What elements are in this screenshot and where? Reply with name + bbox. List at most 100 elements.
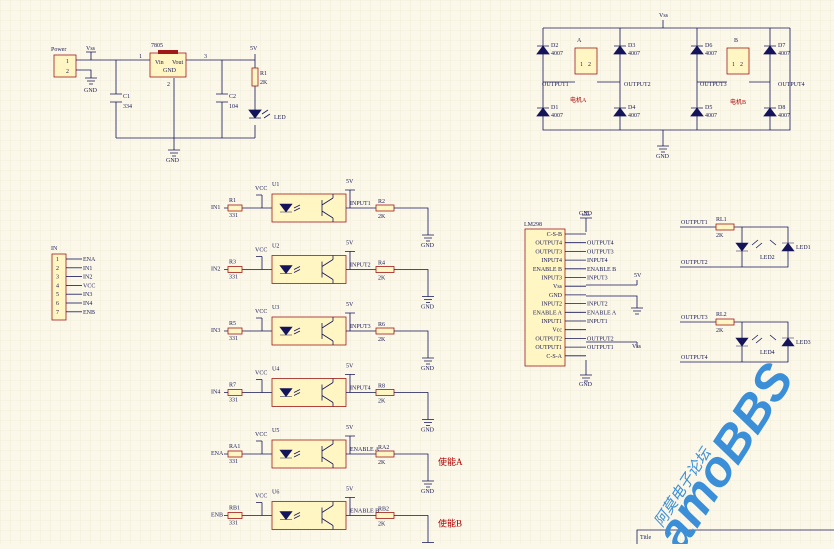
power-connector-label: Power bbox=[51, 47, 66, 53]
bridge-out1: OUTPUT1 bbox=[542, 82, 569, 88]
lm298-label: LM298 bbox=[524, 222, 542, 228]
indicator-resistor bbox=[715, 223, 735, 231]
opto-output-resistor-value: 2K bbox=[378, 214, 386, 220]
opto-output-resistor-label: RB2 bbox=[378, 507, 389, 513]
opto-output-resistor-label: RA2 bbox=[378, 445, 389, 451]
diode-value: 4007 bbox=[551, 113, 563, 119]
c2-label: C2 bbox=[229, 94, 236, 100]
opto-input-resistor-value: 331 bbox=[229, 336, 238, 342]
led-label: LED bbox=[274, 115, 286, 121]
opto-ref-label: U4 bbox=[272, 367, 279, 373]
indicator-resistor-label: RL2 bbox=[716, 312, 727, 318]
motor-b-connector bbox=[726, 47, 750, 75]
c1-label: C1 bbox=[123, 94, 130, 100]
lm298-pin-name: INPUT4 bbox=[541, 258, 562, 264]
opto-vcc-label: VCC bbox=[255, 494, 267, 500]
opto-ref-label: U2 bbox=[272, 244, 279, 250]
header-pin-number: 4 bbox=[56, 283, 59, 289]
bridge-vss-label: Vss bbox=[659, 13, 669, 19]
opto-output-resistor-value: 2K bbox=[378, 522, 386, 528]
opto-input-resistor bbox=[227, 389, 243, 396]
diode-icon bbox=[690, 107, 704, 117]
opto-ref-label: U3 bbox=[272, 305, 279, 311]
header-pin-net: IN2 bbox=[83, 275, 92, 281]
lm298-pin-name: OUTPUT2 bbox=[535, 336, 562, 342]
opto-input-net: IN4 bbox=[211, 390, 220, 396]
lm298-pin-name: ENABLE B bbox=[533, 267, 562, 273]
lm298-pin-net: OUTPUT1 bbox=[587, 345, 614, 351]
opto-led-icon bbox=[279, 326, 293, 336]
opto-input-resistor-value: 331 bbox=[229, 398, 238, 404]
opto-output-net: INPUT3 bbox=[350, 324, 371, 330]
lm298-pin-net: ENABLE B bbox=[587, 267, 616, 273]
r1-value: 2K bbox=[260, 80, 268, 86]
lm298-5v: 5V bbox=[634, 273, 642, 279]
diode-label: D3 bbox=[628, 43, 635, 49]
indicator-led1-label: LED3 bbox=[796, 340, 811, 346]
regulator-pin1: 1 bbox=[139, 54, 142, 60]
lm298-pin-name: ENABLE A bbox=[533, 310, 563, 316]
opto-gnd-label: GND bbox=[421, 489, 435, 495]
power-vss-label: Vss bbox=[86, 46, 96, 52]
opto-ref-label: U6 bbox=[272, 490, 279, 496]
opto-output-net: INPUT4 bbox=[350, 386, 371, 392]
diode-icon bbox=[536, 107, 550, 117]
opto-input-resistor bbox=[227, 327, 243, 335]
indicator-led-icon bbox=[735, 242, 749, 252]
motor-a-connector bbox=[574, 47, 598, 75]
opto-output-resistor-value: 2K bbox=[378, 399, 386, 405]
out-5v-label: 5V bbox=[250, 46, 258, 52]
opto-led-icon bbox=[279, 388, 293, 397]
opto-gnd-label: GND bbox=[421, 366, 435, 372]
bridge-out3: OUTPUT3 bbox=[700, 82, 727, 88]
opto-5v-label: 5V bbox=[346, 302, 354, 308]
r1-label: R1 bbox=[260, 71, 267, 77]
opto-output-net: ENABLE B bbox=[350, 509, 379, 515]
header-pin-net: IN4 bbox=[83, 301, 92, 307]
diode-value: 4007 bbox=[778, 113, 790, 119]
lm298-pin-name: C-S-B bbox=[547, 232, 562, 238]
motor-a-pin2: 2 bbox=[588, 62, 591, 68]
header-pin-number: 2 bbox=[56, 266, 59, 272]
motor-b-pin2: 2 bbox=[740, 62, 743, 68]
indicator-resistor-label: RL1 bbox=[716, 217, 727, 223]
resistor-r1 bbox=[251, 67, 259, 87]
diode-label: D5 bbox=[705, 105, 712, 111]
indicator-resistor-value: 2K bbox=[716, 328, 724, 334]
opto-5v-label: 5V bbox=[346, 487, 354, 493]
bridge-gnd-label: GND bbox=[656, 154, 670, 160]
regulator-pin2: 2 bbox=[167, 82, 170, 88]
motor-b-pin1: 1 bbox=[732, 62, 735, 68]
diode-label: D8 bbox=[778, 105, 785, 111]
power-gnd-label: GND bbox=[84, 88, 98, 94]
opto-input-resistor bbox=[227, 204, 243, 212]
opto-input-resistor-value: 331 bbox=[229, 459, 238, 465]
power-section bbox=[53, 50, 271, 157]
input-header-label: IN bbox=[51, 246, 58, 252]
lm298-pin-net: OUTPUT4 bbox=[587, 241, 614, 247]
lm298-pin-net: OUTPUT2 bbox=[587, 336, 614, 342]
header-pin-number: 5 bbox=[56, 292, 59, 298]
motor-b-cn-label: 电机B bbox=[730, 98, 746, 106]
motor-a-pin1: 1 bbox=[580, 62, 583, 68]
lm298-pin-name: OUTPUT3 bbox=[535, 249, 562, 255]
opto-input-resistor bbox=[227, 266, 243, 273]
opto-output-resistor-value: 2K bbox=[378, 276, 386, 282]
opto-output-resistor-value: 2K bbox=[378, 337, 386, 343]
lm298-pin-net: INPUT3 bbox=[587, 276, 608, 282]
diode-value: 4007 bbox=[705, 51, 717, 57]
diode-label: D6 bbox=[705, 43, 712, 49]
opto-led-icon bbox=[279, 265, 293, 274]
opto-led-icon bbox=[279, 203, 293, 213]
c2-value: 104 bbox=[229, 104, 238, 110]
opto-input-resistor-value: 331 bbox=[229, 521, 238, 527]
opto-vcc-label: VCC bbox=[255, 309, 267, 315]
bridge-out4: OUTPUT4 bbox=[778, 82, 805, 88]
lm298-pin-name: Vss bbox=[553, 284, 563, 290]
lm298-pin-name: OUTPUT4 bbox=[535, 241, 562, 247]
opto-input-resistor-label: R7 bbox=[229, 383, 236, 389]
